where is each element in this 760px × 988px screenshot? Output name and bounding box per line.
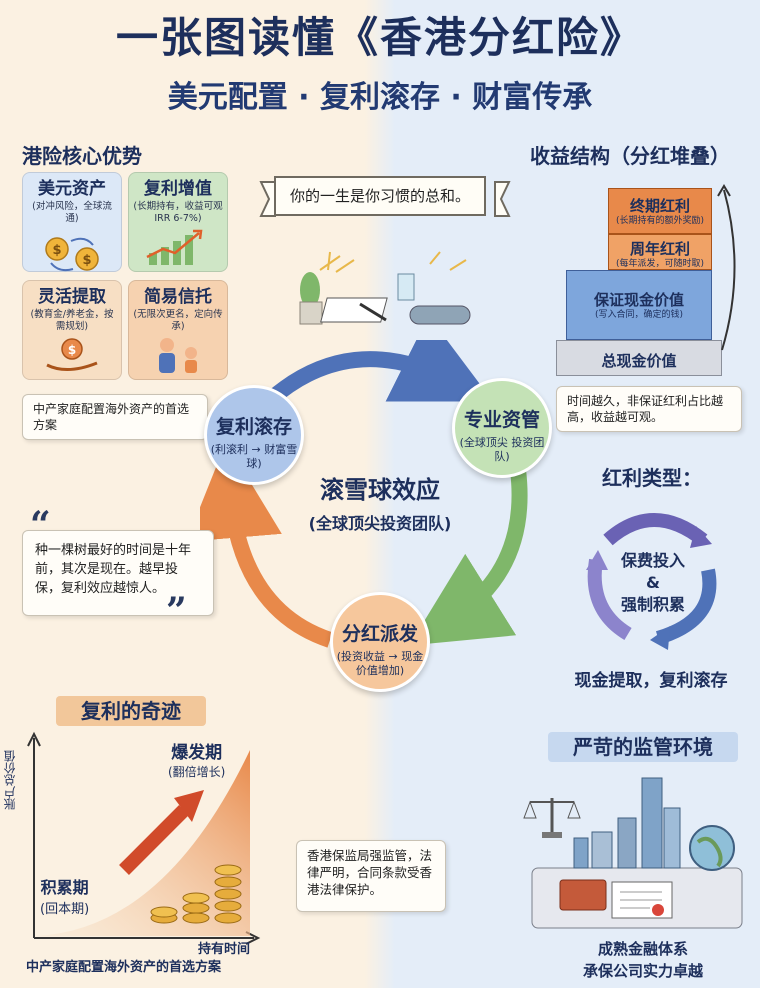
close-quote-icon: ”	[166, 590, 187, 632]
compound-xlabel: 持有时间	[198, 942, 251, 957]
layer-terminal-bonus: 终期红利 (长期持有的额外奖励)	[608, 188, 712, 234]
card-desc: (对冲风险，全球流通)	[32, 201, 112, 224]
globe-icon	[689, 825, 735, 871]
regulation-footer: 成熟金融体系 承保公司实力卓越	[548, 938, 738, 982]
card-title: 复利增值	[144, 179, 212, 199]
card-title: 灵活提取	[38, 287, 106, 307]
card-desc: (无限次更名，定向传承)	[133, 309, 223, 332]
card-title: 美元资产	[38, 179, 106, 199]
coins-exchange-icon: $ $	[45, 237, 99, 272]
bonus-line-2: &	[646, 573, 660, 592]
node-desc: (利滚利 → 财富雪球)	[210, 443, 298, 470]
regulation-note: 香港保监局强监管，法律严明，合同条款受香港法律保护。	[296, 840, 446, 912]
phase-early-title: 积累期	[40, 878, 89, 897]
habit-banner: 你的一生是你习惯的总和。	[274, 176, 486, 216]
compound-ylabel: 账户总价值	[3, 750, 17, 810]
snowball-cycle-arrows	[200, 340, 528, 648]
node-title: 专业资管	[463, 409, 540, 431]
snowball-subtitle: (全球顶尖投资团队)	[308, 514, 452, 533]
card-desc: (长期持有，收益可观 IRR 6-7%)	[133, 201, 223, 224]
coin-stacks-icon	[150, 864, 242, 924]
advantage-card-usd: 美元资产 (对冲风险，全球流通) $ $	[22, 172, 122, 272]
bonus-types-title: 红利类型：	[602, 466, 702, 490]
returns-title: 收益结构（分红堆叠）	[530, 144, 730, 168]
advantage-card-trust: 简易信托 (无限次更名，定向传承)	[128, 280, 228, 380]
growth-arrow-icon	[717, 184, 736, 351]
phase-early: 积累期 (回本期)	[40, 874, 89, 917]
node-dividend-payout: 分红派发 (投资收益 → 现金价值增加)	[330, 592, 430, 692]
layer-desc: (长期持有的额外奖励)	[615, 216, 705, 226]
layer-title: 终期红利	[629, 197, 690, 215]
node-desc: (全球顶尖 投资团队)	[459, 436, 545, 463]
advantages-footer: 中产家庭配置海外资产的首选方案	[22, 394, 208, 440]
bonus-cycle-icon	[586, 513, 717, 650]
layer-desc: (每年派发，可随时取)	[615, 259, 705, 269]
regulation-title: 严苛的监管环境	[548, 732, 738, 762]
layer-title: 周年红利	[629, 240, 690, 258]
card-desc: (教育金/养老金，按需规划)	[30, 309, 114, 332]
hand-coin-icon: $	[46, 338, 98, 371]
bonus-types-caption: 现金提取，复利滚存	[574, 671, 728, 691]
hk-skyline-illustration	[523, 777, 743, 929]
bonus-line-3: 强制积累	[620, 595, 685, 614]
snowball-title: 滚雪球效应	[320, 476, 440, 504]
layer-title: 保证现金价值	[593, 291, 684, 309]
layer-total-cash-value: 总现金价值	[556, 340, 722, 376]
regulation-footer-line-1: 成熟金融体系	[597, 940, 688, 958]
node-compound-rollover: 复利滚存 (利滚利 → 财富雪球)	[204, 385, 304, 485]
page-title: 一张图读懂《香港分红险》	[115, 13, 644, 62]
advantage-card-compound: 复利增值 (长期持有，收益可观 IRR 6-7%)	[128, 172, 228, 272]
svg-text:$: $	[68, 343, 76, 357]
compound-growth-chart	[27, 731, 261, 945]
node-title: 分红派发	[341, 623, 418, 645]
phase-late: 爆发期 (翻倍增长)	[168, 738, 225, 780]
compound-footer: 中产家庭配置海外资产的首选方案	[26, 960, 222, 975]
returns-note: 时间越久，非保证红利占比越高，收益越可观。	[556, 386, 742, 432]
phase-early-desc: (回本期)	[40, 902, 90, 917]
node-pro-management: 专业资管 (全球顶尖 投资团队)	[452, 378, 552, 478]
advantage-card-withdraw: 灵活提取 (教育金/养老金，按需规划) $	[22, 280, 122, 380]
bonus-line-1: 保费投入	[620, 551, 685, 570]
regulation-footer-line-2: 承保公司实力卓越	[582, 962, 703, 980]
layer-annual-bonus: 周年红利 (每年派发，可随时取)	[608, 234, 712, 270]
node-title: 复利滚存	[215, 416, 292, 438]
card-title: 简易信托	[144, 287, 212, 307]
page-subtitle: 美元配置 · 复利滚存 · 财富传承	[167, 80, 593, 115]
bonus-cycle-center: 保费投入 & 强制积累	[598, 550, 708, 616]
tree-quote: 种一棵树最好的时间是十年前，其次是现在。越早投保，复利效应越惊人。	[22, 530, 214, 616]
svg-text:$: $	[52, 243, 61, 258]
scales-of-justice-icon	[523, 798, 581, 838]
svg-text:$: $	[82, 253, 91, 268]
family-icon	[159, 338, 197, 373]
desk-illustration	[299, 251, 471, 325]
advantages-title: 港险核心优势	[22, 144, 142, 168]
layer-desc: (写入合同，确定的钱)	[594, 310, 684, 320]
phase-late-desc: (翻倍增长)	[168, 765, 226, 779]
compound-title: 复利的奇迹	[56, 696, 206, 726]
growth-chart-icon	[146, 229, 203, 265]
open-quote-icon: “	[30, 504, 51, 546]
node-desc: (投资收益 → 现金价值增加)	[336, 650, 424, 677]
layer-guaranteed-value: 保证现金价值 (写入合同，确定的钱)	[566, 270, 712, 340]
quote-banner-ribbon	[259, 181, 511, 217]
phase-late-title: 爆发期	[171, 743, 223, 763]
